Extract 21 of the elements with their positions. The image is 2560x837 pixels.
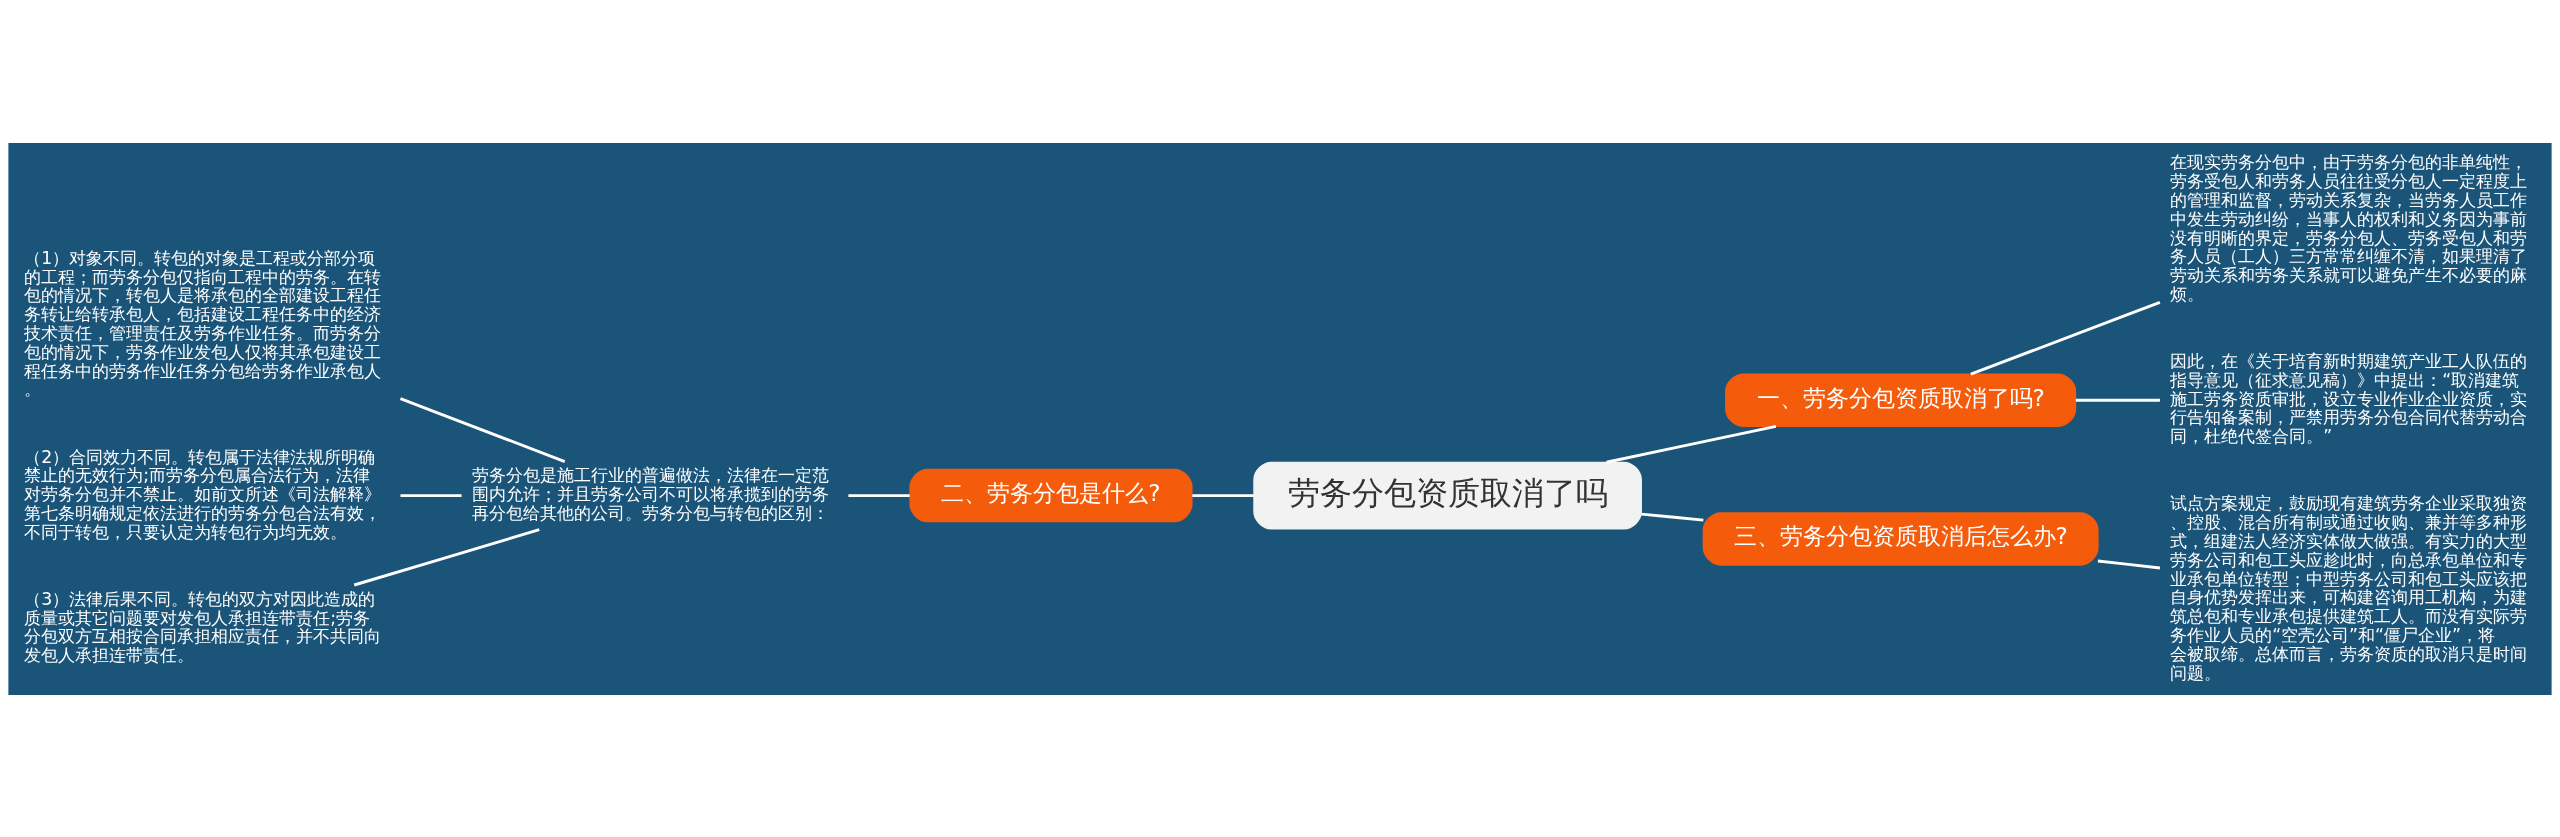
node-box: 二、劳务分包是什么? <box>909 468 1193 522</box>
connector <box>400 493 462 497</box>
node-text: 在现实劳务分包中，由于劳务分包的非单纯性，劳务受包人和劳务人员往往受分包人一定程度上的管理和监督，劳动关系复杂，当劳务人员工作中发生劳动纠纷，当事人的权利和义务因为事前没有明晰的界定，劳务分包人、劳务受包人和劳务人员（工人）三方常常纠缠不清，如果理清了劳动关系和劳务关系就可以避免产生不必要的麻烦。 <box>2170 151 2528 304</box>
node-text: 试点方案规定，鼓励现有建筑劳务企业采取独资、控股、混合所有制或通过收购、兼并等多种形式，组建法人经济实体做大做强。有实力的大型劳务公司和包工头应趁此时，向总承包单位和专业承包单位转型；中型劳务公司和包工头应该把自身优势发挥出来，可构建咨询用工机构，为建筑总包和专业承包提供建筑工人。而没有实际劳务作业人员的“空壳公司”和“僵尸企业”，将会被取缔。总体而言，劳务资质的取消只是时间问题。 <box>2170 492 2528 683</box>
connector <box>1606 424 1777 464</box>
node-text: （3）法律后果不同。转包的双方对因此造成的质量或其它问题要对发包人承担连带责任;劳务分包双方互相按合同承担相应责任，并不共同向发包人承担连带责任。 <box>24 588 382 665</box>
connector <box>1641 512 1704 521</box>
connector <box>353 527 540 586</box>
node-text: 因此，在《关于培育新时期建筑产业工人队伍的指导意见（征求意见稿）》中提出：“取消建筑施工劳务资质审批，设立专业作业企业资质，实行告知备案制，严禁用劳务分包合同代替劳动合同，杜绝代签合同。” <box>2170 350 2528 446</box>
connector <box>2097 559 2161 569</box>
node-box: 劳务分包资质取消了吗 <box>1253 461 1642 530</box>
connector <box>1192 493 1254 497</box>
connector <box>2075 398 2160 402</box>
connector <box>399 396 566 463</box>
node-box: 三、劳务分包资质取消后怎么办? <box>1702 511 2099 566</box>
connector <box>848 493 910 497</box>
node-text: （1）对象不同。转包的对象是工程或分部分项的工程；而劳务分包仅指向工程中的劳务。在转包的情况下，转包人是将承包的全部建设工程任务转让给转承包人，包括建设工程任务中的经济技术责任，管理责任及劳务作业任务。而劳务分包的情况下，劳务作业发包人仅将其承包建设工程任务中的劳务作业任务分包给劳务作业承包人。 <box>24 247 382 399</box>
connector <box>1970 300 2161 375</box>
node-box: 一、劳务分包资质取消了吗? <box>1725 372 2077 427</box>
node-text: （2）合同效力不同。转包属于法律法规所明确禁止的无效行为;而劳务分包属合法行为，法律对劳务分包并不禁止。如前文所述《司法解释》第七条明确规定依法进行的劳务分包合法有效，不同于转包，只要认定为转包行为均无效。 <box>24 446 382 542</box>
node-text: 劳务分包是施工行业的普遍做法，法律在一定范围内允许；并且劳务公司不可以将承揽到的劳务再分包给其他的公司。劳务分包与转包的区别： <box>472 464 830 523</box>
